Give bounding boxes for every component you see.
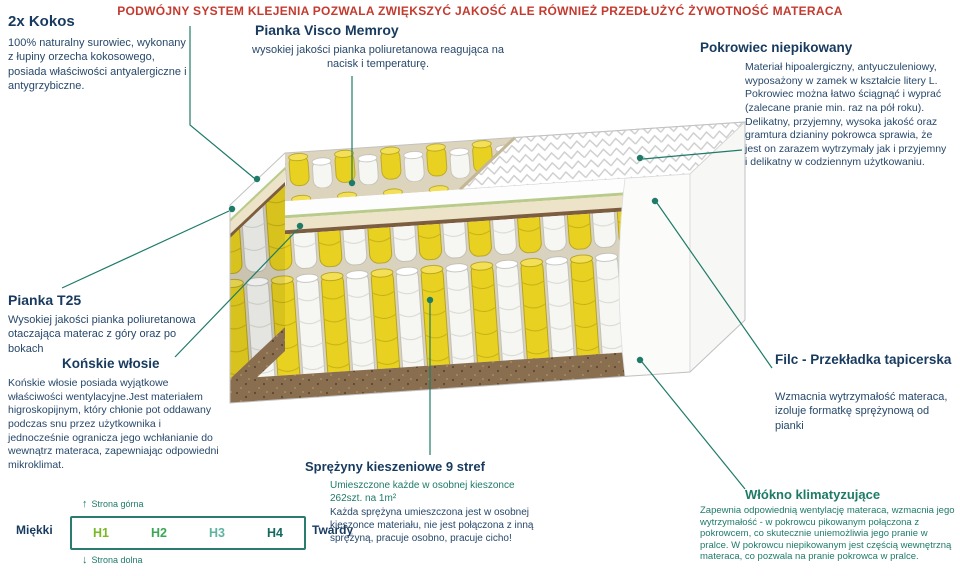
kokos-body: 100% naturalny surowiec, wykonany z łupi… xyxy=(8,37,187,92)
kokos-leader-dot xyxy=(253,175,261,183)
hard-label: Twardy xyxy=(312,523,354,537)
arrow-up-icon: ↑ xyxy=(82,498,88,510)
end-felt-layer xyxy=(230,170,285,234)
end-visco-layer xyxy=(230,167,285,222)
pianka-t25-leader-dot xyxy=(228,205,236,213)
konskie-leader-dot xyxy=(296,222,304,230)
hardness-level-h4: H4 xyxy=(267,526,283,540)
pokrowiec-body: Materiał hipoalergiczny, antyuczuleniowy… xyxy=(745,61,947,169)
pianka-t25-title: Pianka T25 xyxy=(8,292,82,308)
pokrowiec-leader-dot xyxy=(636,154,644,162)
lower-side-label: ↓ Strona dolna xyxy=(82,554,143,566)
upper-side-text: Strona górna xyxy=(91,499,144,509)
visco-leader-dot xyxy=(348,179,356,187)
front-cover-band xyxy=(230,174,690,219)
lower-side-text: Strona dolna xyxy=(91,555,143,565)
wlokno-title: Włókno klimatyzujące xyxy=(745,487,881,502)
front-felt-layer xyxy=(230,191,690,234)
filc-title: Filc - Przekładka tapicerska xyxy=(775,352,952,367)
top-exposed-springs xyxy=(230,137,515,205)
pianka-t25-leader-line xyxy=(61,210,230,289)
cover-peel-edge xyxy=(458,136,517,191)
front-visco-layer xyxy=(230,188,690,222)
arrow-down-icon: ↓ xyxy=(82,554,88,566)
sprezyny-title: Sprężyny kieszeniowe 9 stref xyxy=(305,459,485,474)
kokos-title: 2x Kokos xyxy=(8,13,75,30)
sprezyny-body-1: Umieszczone każde w osobnej kieszonce 26… xyxy=(330,480,515,504)
visco-body: wysokiej jakości pianka poliuretanowa re… xyxy=(252,44,504,71)
filc-leader-dot xyxy=(651,197,659,205)
wlokno-body: Zapewnia odpowiednią wentylację materaca… xyxy=(700,505,955,563)
top-banner-text: PODWÓJNY SYSTEM KLEJENIA POZWALA ZWIĘKSZ… xyxy=(117,4,843,18)
end-springs xyxy=(230,186,285,379)
end-coco-layer xyxy=(230,182,285,238)
upper-side-label: ↑ Strona górna xyxy=(82,498,144,510)
sprezyny-body-2: Każda sprężyna umieszczona jest w osobne… xyxy=(330,507,534,544)
mattress-outline xyxy=(229,121,746,404)
konskie-title: Końskie włosie xyxy=(62,356,160,371)
hardness-level-h3: H3 xyxy=(209,526,225,540)
front-springs-row xyxy=(230,207,690,379)
soft-label: Miękki xyxy=(16,523,53,537)
hardness-scale: H1 H2 H3 H4 xyxy=(70,516,306,550)
filc-leader-line xyxy=(656,202,773,369)
wlokno-leader-line xyxy=(641,361,746,490)
end-base-layer xyxy=(230,327,285,403)
filc-body: Wzmacnia wytrzymałość materaca, izoluje … xyxy=(775,391,948,432)
wlokno-leader-dot xyxy=(636,356,644,364)
kokos-leader-line xyxy=(189,26,255,179)
hardness-level-h2: H2 xyxy=(151,526,167,540)
sprezyny-leader-dot xyxy=(426,296,434,304)
pokrowiec-leader-line xyxy=(642,149,743,160)
front-cover-wrap xyxy=(618,173,691,377)
visco-title: Pianka Visco Memroy xyxy=(255,22,399,38)
front-coco-layer xyxy=(230,203,690,238)
end-springs-shade xyxy=(230,186,285,379)
konskie-body: Końskie włosie posiada wyjątkowe właściw… xyxy=(8,377,219,471)
pianka-t25-body: Wysokiej jakości pianka poliuretanowa ot… xyxy=(8,314,196,355)
hardness-level-h1: H1 xyxy=(93,526,109,540)
pokrowiec-title: Pokrowiec niepikowany xyxy=(700,40,853,55)
end-cover-band xyxy=(230,153,285,219)
front-base-layer xyxy=(230,348,690,403)
konskie-leader-line xyxy=(174,228,299,358)
